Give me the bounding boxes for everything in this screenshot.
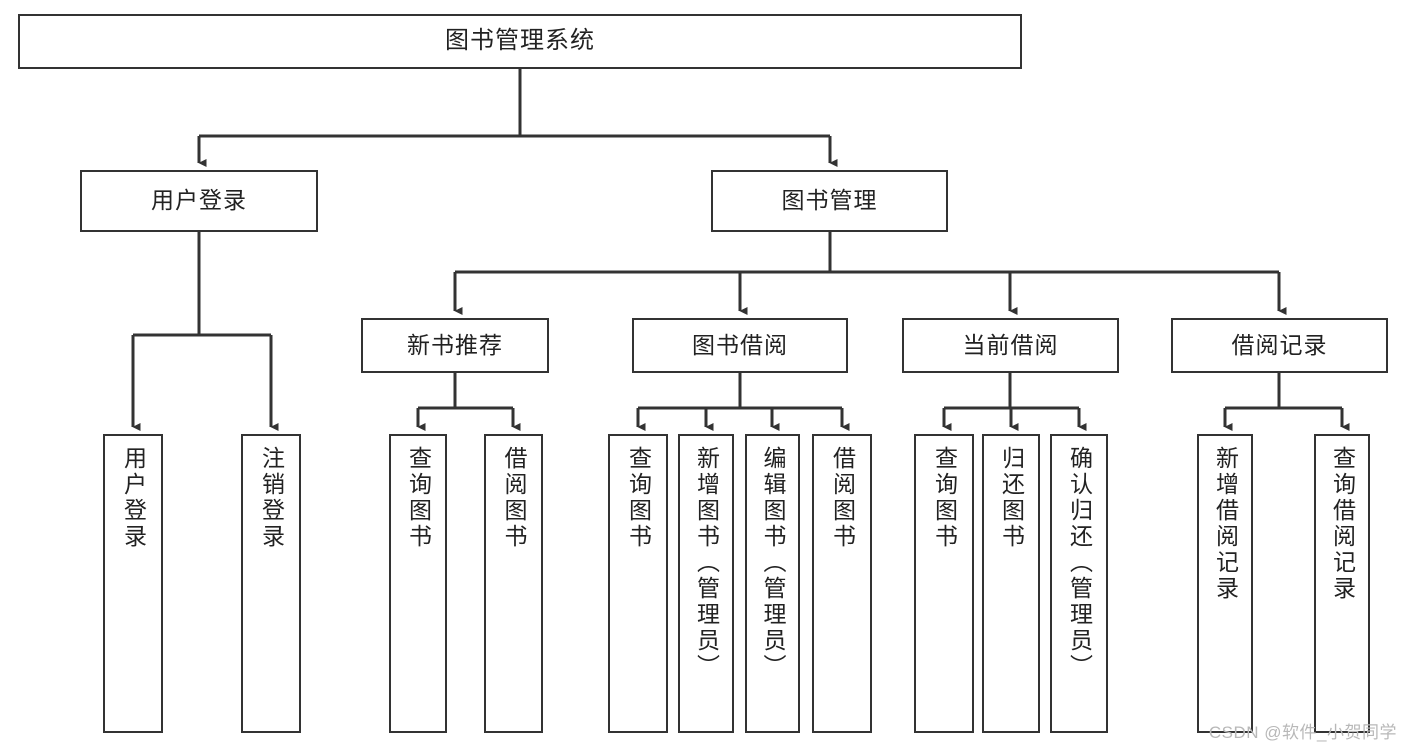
node-label: 新增图书（管理员）	[693, 446, 720, 680]
node-leaf-query-book-borrow[interactable]: 查询图书	[608, 434, 668, 733]
node-label: 借阅图书	[829, 446, 856, 550]
node-leaf-add-borrow-record[interactable]: 新增借阅记录	[1197, 434, 1253, 733]
node-label: 归还图书	[998, 446, 1025, 550]
node-label: 借阅记录	[1231, 331, 1328, 358]
node-leaf-confirm-return[interactable]: 确认归还（管理员）	[1050, 434, 1108, 733]
watermark: CSDN @软件_小贺同学	[1208, 723, 1397, 742]
node-root-system[interactable]: 图书管理系统	[18, 14, 1022, 69]
node-label: 查询图书	[931, 446, 958, 550]
node-leaf-add-book[interactable]: 新增图书（管理员）	[678, 434, 734, 733]
node-borrow-record[interactable]: 借阅记录	[1171, 318, 1388, 373]
node-label: 用户登录	[120, 446, 147, 550]
node-leaf-borrow-book-recommend[interactable]: 借阅图书	[484, 434, 543, 733]
node-label: 图书管理系统	[445, 27, 595, 55]
node-leaf-user-login[interactable]: 用户登录	[103, 434, 163, 733]
node-user-login[interactable]: 用户登录	[80, 170, 318, 232]
node-leaf-borrow-book[interactable]: 借阅图书	[812, 434, 872, 733]
node-label: 图书借阅	[692, 331, 788, 358]
node-new-book-recommend[interactable]: 新书推荐	[361, 318, 549, 373]
node-label: 确认归还（管理员）	[1066, 446, 1093, 680]
node-leaf-user-logout[interactable]: 注销登录	[241, 434, 301, 733]
node-label: 当前借阅	[962, 331, 1059, 358]
node-label: 注销登录	[258, 446, 285, 550]
node-leaf-query-book-recommend[interactable]: 查询图书	[389, 434, 447, 733]
node-current-borrow[interactable]: 当前借阅	[902, 318, 1119, 373]
node-label: 查询图书	[405, 446, 432, 550]
node-label: 借阅图书	[501, 446, 527, 550]
node-label: 用户登录	[151, 187, 247, 214]
node-leaf-query-book-current[interactable]: 查询图书	[914, 434, 974, 733]
node-leaf-query-borrow-record[interactable]: 查询借阅记录	[1314, 434, 1370, 733]
node-label: 编辑图书（管理员）	[760, 446, 786, 680]
node-label: 查询借阅记录	[1329, 446, 1356, 602]
node-label: 新书推荐	[407, 331, 503, 358]
node-label: 新增借阅记录	[1212, 446, 1239, 602]
node-leaf-edit-book[interactable]: 编辑图书（管理员）	[745, 434, 800, 733]
node-book-management[interactable]: 图书管理	[711, 170, 948, 232]
node-leaf-return-book[interactable]: 归还图书	[982, 434, 1040, 733]
node-book-borrow[interactable]: 图书借阅	[632, 318, 848, 373]
node-label: 图书管理	[781, 187, 878, 214]
node-label: 查询图书	[625, 446, 652, 550]
